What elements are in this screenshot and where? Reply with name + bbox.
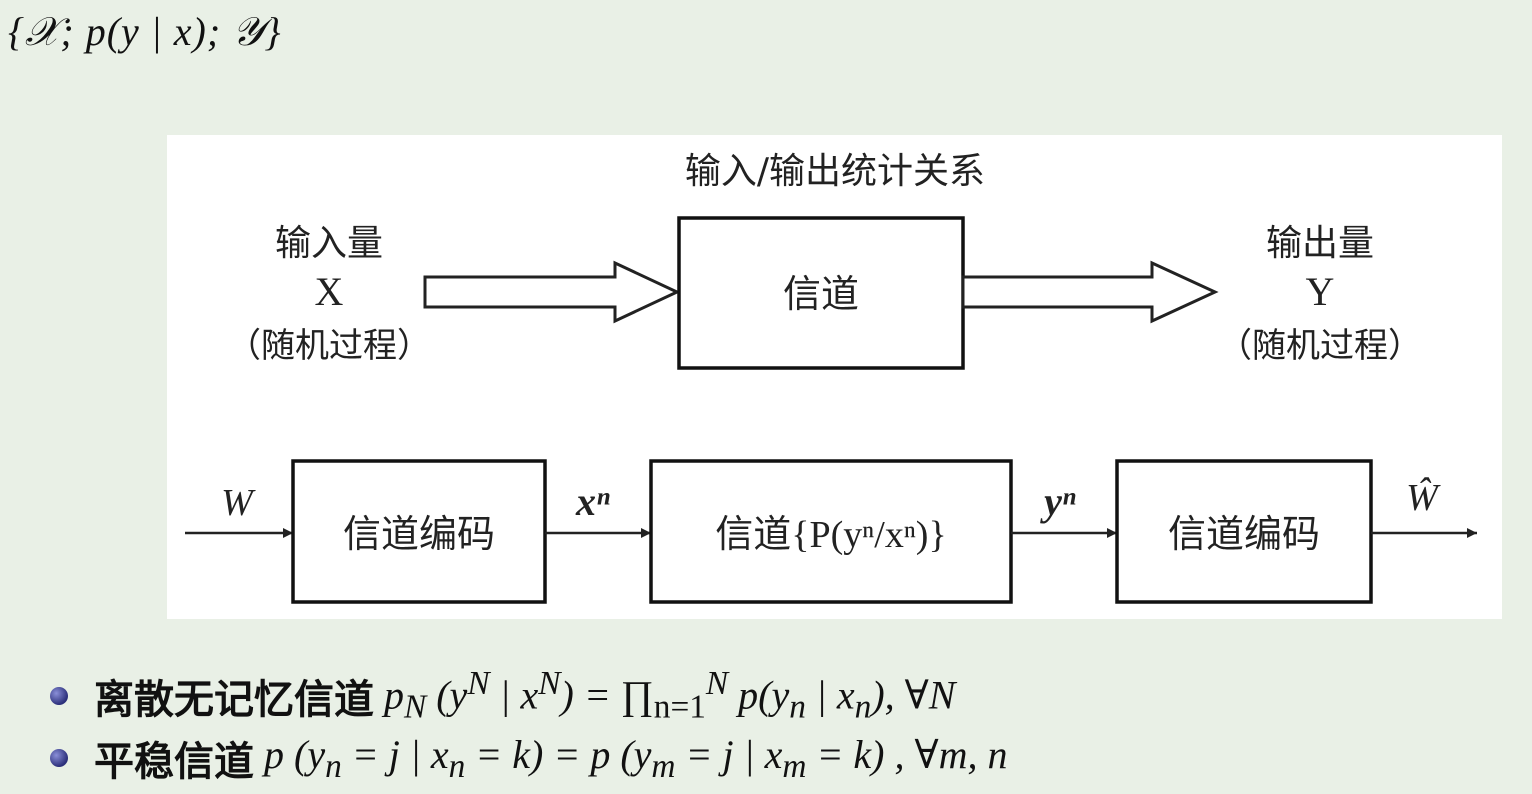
input-quantity-label: 输入量 [275,223,383,264]
channel-decoder-box [1115,459,1373,604]
yn-arrowhead [1107,528,1117,538]
input-process-label: （随机过程） [227,326,431,366]
xn-arrowhead [641,528,651,538]
channel-probability-label: 信道{P(yⁿ/xⁿ)} [715,514,946,556]
output-quantity-label: 输出量 [1266,223,1374,264]
w-hat-output-label: Ŵ [1406,477,1441,519]
channel-diagram: 输入/输出统计关系 输入量 X （随机过程） 信道 输出量 Y （随机过程） W… [185,151,1477,604]
input-hollow-arrow [423,260,681,324]
xn-label: xⁿ [575,479,610,524]
bullet-formula: pN (yN | xN) = ∏n=1N p(yn | xn), ∀N [384,665,956,726]
output-hollow-arrow [961,260,1219,324]
list-item: 离散无记忆信道 pN (yN | xN) = ∏n=1N p(yn | xn),… [50,665,1510,727]
w-input-label: W [221,482,256,524]
diagram-title: 输入/输出统计关系 [685,151,985,192]
bullet-label: 平稳信道 [94,739,254,785]
bullet-dot-icon [50,687,68,705]
bullet-list: 离散无记忆信道 pN (yN | xN) = ∏n=1N p(yn | xn),… [50,665,1510,789]
list-item: 平稳信道 p (yn = j | xn = k) = p (ym = j | x… [50,727,1510,789]
channel-box [677,216,965,370]
w-hat-output-arrowhead [1467,528,1477,538]
bullet-label: 离散无记忆信道 [94,677,374,723]
output-variable-label: Y [1306,269,1335,314]
channel-decoder-label: 信道编码 [1168,512,1320,556]
yn-label: yⁿ [1040,479,1076,524]
input-variable-label: X [315,269,344,314]
channel-diagram-figure: 输入/输出统计关系 输入量 X （随机过程） 信道 输出量 Y （随机过程） W… [167,135,1502,619]
channel-box-label: 信道 [783,272,859,316]
channel-encoder-box [291,459,547,604]
channel-encoder-label: 信道编码 [343,512,495,556]
output-process-label: （随机过程） [1218,326,1422,366]
bullet-dot-icon [50,749,68,767]
header-formula: {𝒳; p(y | x); 𝒴} [8,9,282,54]
w-input-arrowhead [283,528,293,538]
channel-probability-box [649,459,1013,604]
bullet-formula: p (yn = j | xn = k) = p (ym = j | xm = k… [264,731,1008,785]
